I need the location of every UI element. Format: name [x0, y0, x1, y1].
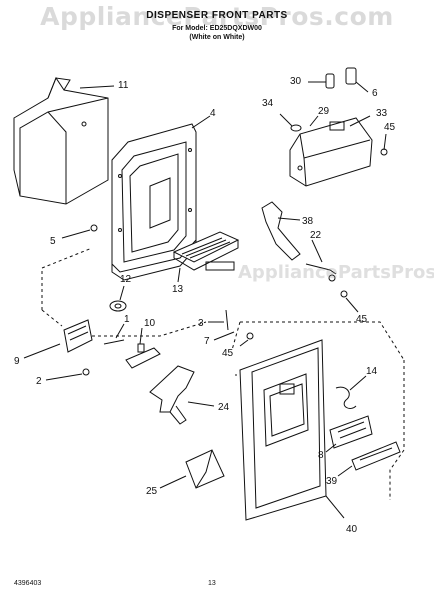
callout-6: 6 [372, 88, 378, 99]
callout-12: 12 [120, 274, 132, 285]
part-22-rod [305, 263, 337, 282]
callout-9: 9 [14, 356, 20, 367]
page-number: 13 [208, 580, 216, 587]
callout-7: 7 [204, 336, 210, 347]
part-1-pin [103, 339, 125, 345]
leader-33 [349, 115, 371, 127]
leader-12 [119, 285, 125, 301]
callout-30: 30 [290, 76, 302, 87]
screw-5 [90, 224, 98, 232]
watermark-middle: AppliancePartsPros.com [238, 262, 434, 283]
callout-24: 24 [218, 402, 230, 413]
leader-39 [337, 465, 353, 477]
callout-25: 25 [146, 486, 158, 497]
leader-4 [191, 115, 211, 129]
callout-39: 39 [326, 476, 338, 487]
part-33-control-housing [289, 117, 373, 187]
part-25-chute [185, 449, 225, 489]
leader-6 [355, 81, 369, 93]
part-14-wiring [335, 386, 357, 409]
leader-45-top [383, 133, 387, 151]
leader-24 [187, 401, 215, 407]
assembly-guide-40 [235, 360, 405, 500]
screw-45-mid [340, 290, 348, 298]
screw-45-top [380, 148, 388, 156]
leader-7 [213, 331, 235, 341]
screw-45-low [246, 332, 254, 340]
leader-1 [115, 323, 125, 339]
callout-29: 29 [318, 106, 330, 117]
callout-45-mid: 45 [356, 314, 368, 325]
part-8-board [329, 415, 373, 449]
part-13-drip-tray [172, 231, 240, 271]
callout-40: 40 [346, 524, 358, 535]
callout-4: 4 [210, 108, 216, 119]
leader-8 [325, 443, 337, 453]
part-11-insulation [13, 76, 109, 205]
callout-33: 33 [376, 108, 388, 119]
leader-45-mid [345, 297, 359, 313]
part-12-valve [109, 300, 127, 312]
callout-14: 14 [366, 366, 378, 377]
leader-25 [159, 475, 187, 489]
document-number: 4396403 [14, 580, 42, 587]
callout-8: 8 [318, 450, 324, 461]
part-6-actuator [345, 67, 357, 85]
callout-13: 13 [172, 284, 184, 295]
screw-2 [82, 368, 90, 376]
color-note: (White on White) [189, 34, 245, 41]
callout-10: 10 [144, 318, 156, 329]
callout-45-top: 45 [384, 122, 396, 133]
watermark-top: AppliancePartsPros.com [40, 2, 394, 31]
leader-29 [309, 115, 319, 127]
leader-40 [325, 495, 345, 519]
leader-45-low [239, 339, 249, 347]
part-39-overlay [351, 441, 401, 471]
callout-labels: 11 4 30 6 34 29 33 45 38 22 5 12 13 45 1… [14, 76, 396, 535]
callout-2: 2 [36, 376, 42, 387]
leader-13 [177, 267, 181, 283]
callout-5: 5 [50, 236, 56, 247]
callout-38: 38 [302, 216, 314, 227]
part-30-switch [325, 73, 335, 89]
model-subtitle: For Model: ED25DQXDW00 [172, 25, 262, 32]
leader-10 [139, 327, 143, 345]
leader-9 [23, 343, 61, 359]
part-38-lever [261, 201, 301, 261]
leader-34 [279, 113, 293, 127]
part-3-pin [225, 309, 229, 331]
callout-1: 1 [124, 314, 130, 325]
part-40-front-panel [239, 339, 327, 521]
part-24-cradle [149, 365, 195, 425]
callout-11: 11 [118, 80, 129, 91]
part-9-switch [63, 319, 93, 353]
part-4-housing [111, 123, 197, 281]
callout-34: 34 [262, 98, 274, 109]
leader-14 [349, 375, 367, 391]
leader-38 [277, 217, 301, 221]
leader-2 [45, 373, 83, 381]
part-34-lamp [290, 124, 302, 132]
part-10-bracket [125, 343, 161, 369]
callout-22: 22 [310, 230, 322, 241]
callout-45-low: 45 [222, 348, 234, 359]
diagram-title: DISPENSER FRONT PARTS [146, 10, 288, 21]
leader-22 [311, 239, 323, 263]
leader-11 [79, 85, 115, 89]
leader-5 [61, 229, 91, 239]
assembly-guides [41, 247, 405, 361]
callout-3: 3 [198, 318, 204, 329]
